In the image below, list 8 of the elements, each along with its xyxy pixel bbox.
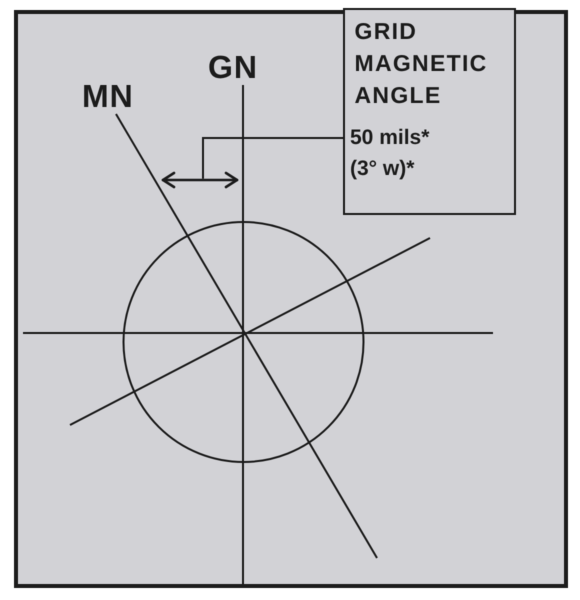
callout-heading: GRID MAGNETIC ANGLE xyxy=(354,16,489,110)
angle-value: 50 mils* (3° w)* xyxy=(350,125,430,182)
circle xyxy=(122,221,364,463)
grid-north-label: GN xyxy=(208,51,258,83)
leader-line xyxy=(202,137,343,179)
callout-box xyxy=(343,8,516,215)
magnetic-north-label: MN xyxy=(82,80,134,112)
double-arrow xyxy=(162,172,238,188)
